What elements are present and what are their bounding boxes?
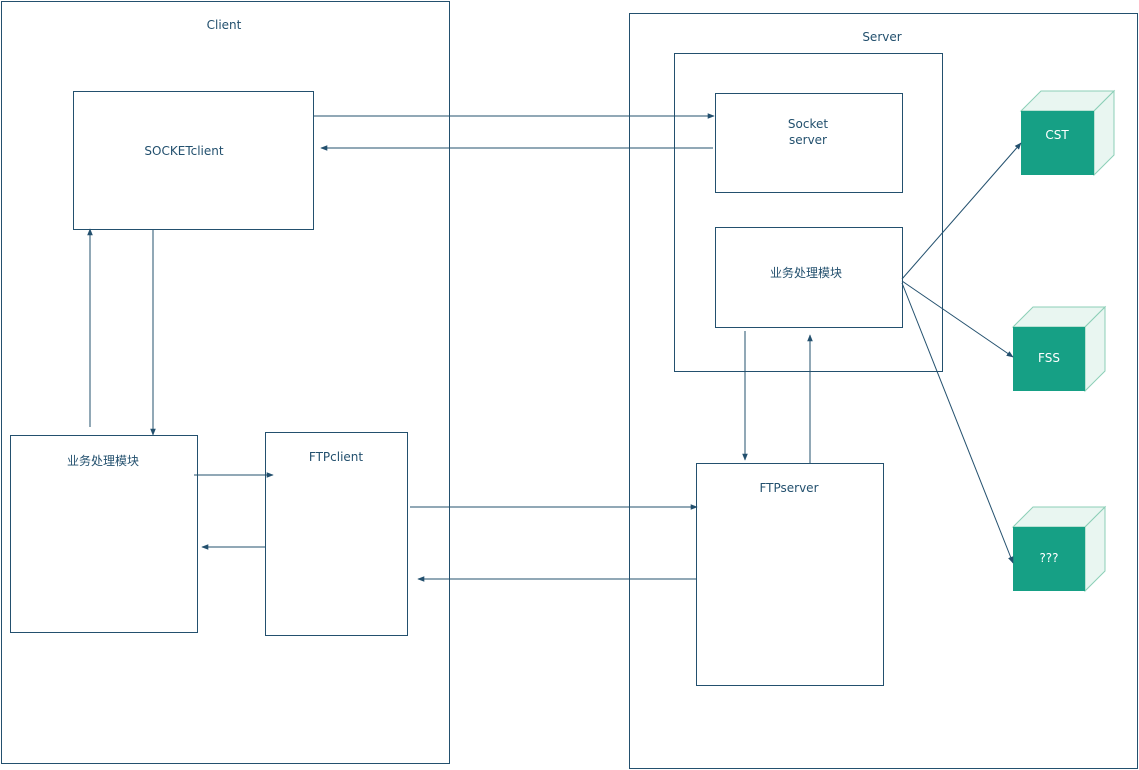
unknown-system-cube: ???: [1011, 505, 1107, 593]
ftp-client-label: FTPclient: [309, 450, 364, 464]
socket-client-node: SOCKETclient: [73, 91, 314, 230]
socket-server-label-line1: Socket: [788, 117, 828, 131]
fss-cube: FSS: [1011, 305, 1107, 393]
edge-serverbiz-to-fss: [901, 280, 1014, 358]
ftp-server-label: FTPserver: [759, 481, 818, 495]
server-business-module-node: 业务处理模块: [715, 227, 903, 328]
socket-server-label-line2: server: [789, 133, 827, 147]
socket-client-label: SOCKETclient: [144, 144, 223, 158]
unknown-system-label: ???: [1039, 551, 1058, 565]
ftp-server-node: FTPserver: [696, 463, 884, 686]
edge-serverbiz-to-cst: [901, 142, 1022, 280]
client-business-module-node: 业务处理模块: [10, 435, 198, 633]
edge-serverbiz-to-unknown: [901, 282, 1014, 564]
ftp-client-node: FTPclient: [265, 432, 408, 636]
client-business-module-label: 业务处理模块: [67, 453, 139, 468]
server-container-label: Server: [862, 30, 901, 44]
cst-cube: CST: [1019, 89, 1116, 177]
cst-label: CST: [1045, 128, 1069, 142]
server-business-module-label: 业务处理模块: [770, 265, 842, 280]
socket-server-node: Socket server: [715, 93, 903, 193]
client-container-label: Client: [207, 18, 242, 32]
fss-label: FSS: [1038, 351, 1060, 365]
